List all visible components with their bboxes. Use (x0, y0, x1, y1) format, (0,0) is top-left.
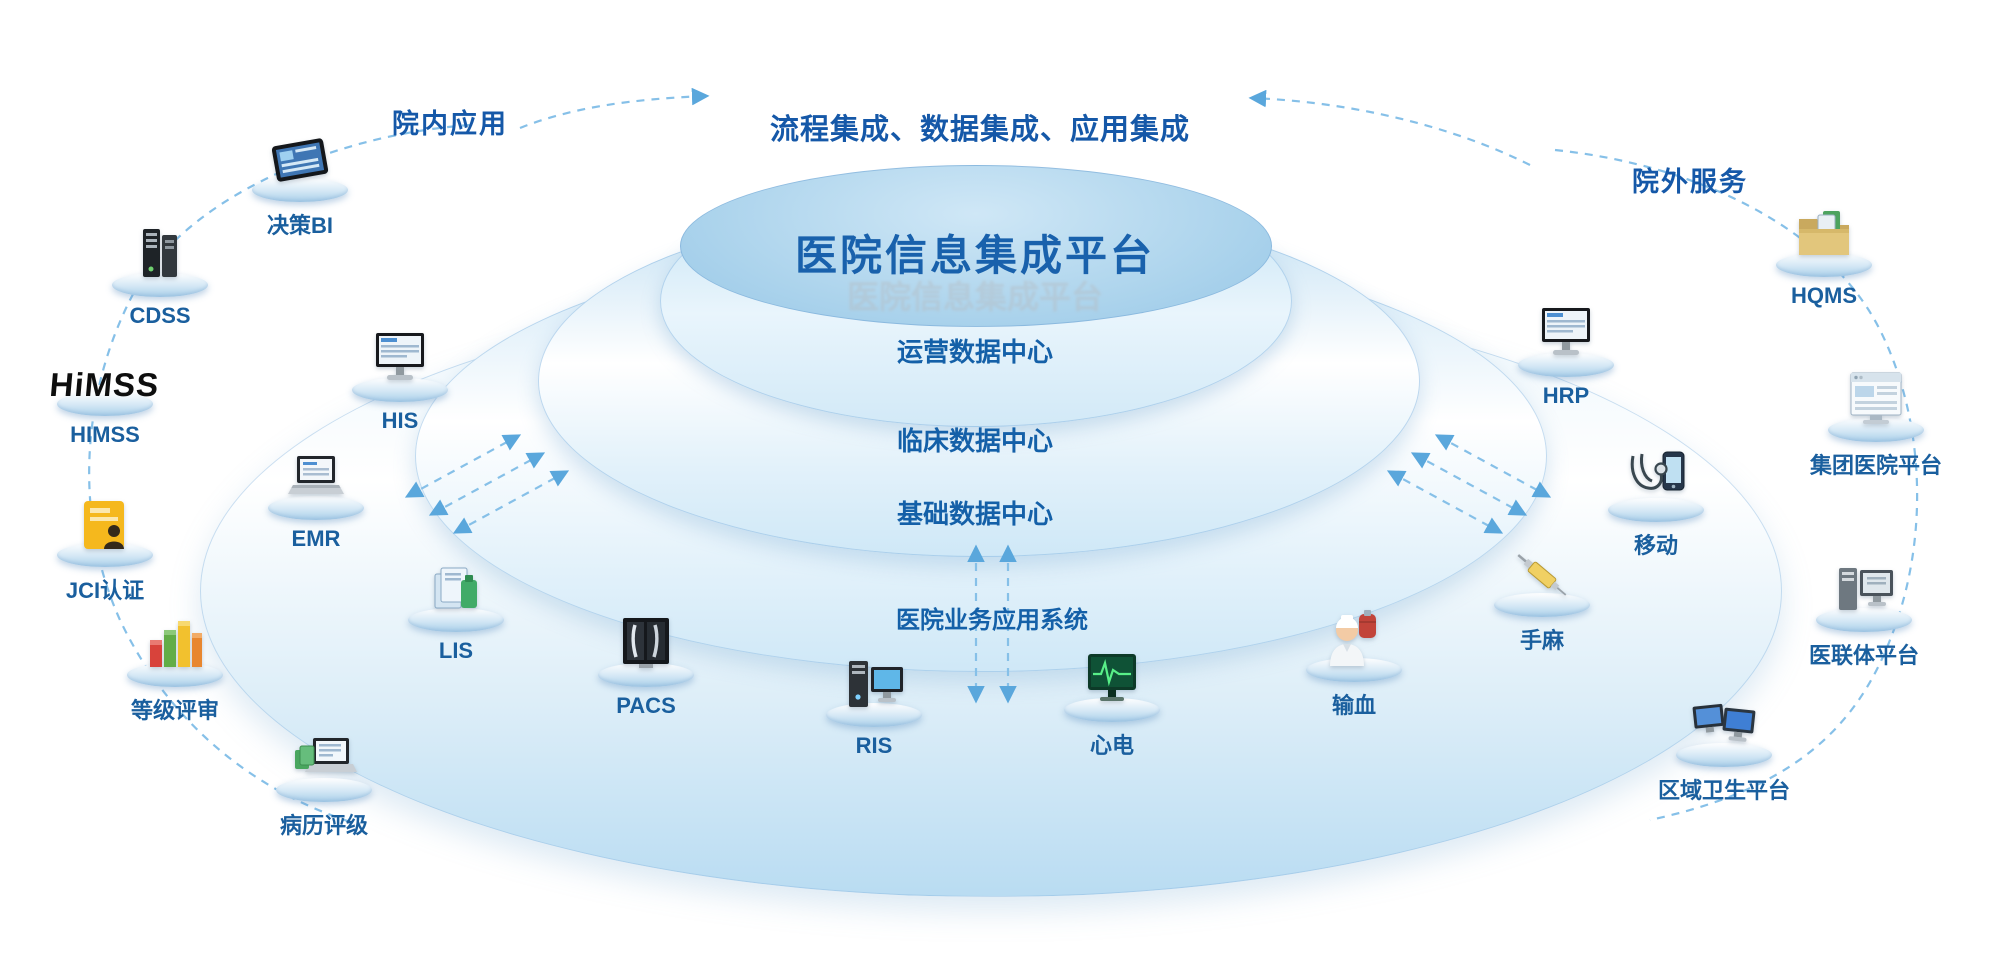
node-label-jci: JCI认证 (65, 578, 145, 603)
node-emr: EMR (231, 448, 401, 552)
top-right-arrow (1248, 89, 1531, 166)
node-cdss: CDSS (75, 225, 245, 329)
node-lis: LIS (371, 560, 541, 664)
node-label-pacs: PACS (616, 693, 676, 718)
folder-files-icon (1791, 205, 1857, 265)
node-label-ris: RIS (855, 733, 893, 758)
node-himss: HiMSS HIMSS (20, 360, 190, 448)
node-label-hqms: HQMS (1791, 283, 1857, 308)
node-blood-transfusion: 输血 (1269, 610, 1439, 720)
node-label-himss: HIMSS (70, 422, 140, 447)
node-label-regional-health-platform: 区域卫生平台 (1657, 778, 1790, 803)
node-label-group-hospital-platform: 集团医院平台 (1809, 453, 1942, 478)
platform-top-ellipse (680, 165, 1272, 327)
layer-business-application-systems: 医院业务应用系统 (896, 607, 1088, 634)
node-pacs: PACS (561, 615, 731, 719)
node-label-his: HIS (381, 408, 419, 433)
server-towers-icon (127, 225, 193, 285)
node-regional-health-platform: 区域卫生平台 (1639, 695, 1809, 805)
node-label-grade-review: 等级评审 (130, 698, 219, 723)
certificate-card-icon (72, 495, 138, 555)
title-watermark: 医院信息集成平台 (846, 279, 1104, 315)
node-ris: RIS (789, 655, 959, 759)
pacs-xray-film-icon (613, 615, 679, 675)
top-left-arrow (519, 87, 710, 130)
nurse-blood-bag-icon (1321, 610, 1387, 670)
node-label-blood-transfusion: 输血 (1331, 693, 1376, 718)
layer-clinical-data-center: 临床数据中心 (896, 426, 1054, 456)
node-label-mobile: 移动 (1633, 533, 1678, 558)
ris-workstation-icon (841, 655, 907, 715)
region-label-out-hospital: 院外服务 (1632, 167, 1748, 197)
bar-chart-3d-icon (142, 615, 208, 675)
laptop-records-icon (291, 730, 357, 790)
layer-basic-data-center: 基础数据中心 (896, 499, 1054, 529)
node-mobile: 移动 (1571, 450, 1741, 560)
node-record-rating: 病历评级 (239, 730, 409, 840)
tablet-icon (267, 130, 333, 190)
node-group-hospital-platform: 集团医院平台 (1791, 370, 1961, 480)
node-decision-bi: 决策BI (215, 130, 385, 240)
node-anesthesia: 手麻 (1457, 545, 1627, 655)
node-label-cdss: CDSS (129, 303, 191, 328)
integration-banner: 流程集成、数据集成、应用集成 (769, 114, 1191, 146)
node-label-decision-bi: 决策BI (266, 213, 333, 238)
node-jci: JCI认证 (20, 495, 190, 605)
emr-laptop-icon (283, 448, 349, 508)
node-label-medical-alliance-platform: 医联体平台 (1808, 643, 1919, 668)
his-desktop-monitor-icon (367, 330, 433, 390)
browser-window-icon (1843, 370, 1909, 430)
dual-monitors-icon (1691, 695, 1757, 755)
node-label-hrp: HRP (1542, 383, 1590, 408)
lis-lab-documents-icon (423, 560, 489, 620)
region-label-in-hospital: 院内应用 (392, 109, 508, 139)
layer-operation-data-center: 运营数据中心 (896, 337, 1054, 367)
node-hrp: HRP (1481, 305, 1651, 409)
node-grade-review: 等级评审 (90, 615, 260, 725)
phone-stethoscope-icon (1623, 450, 1689, 510)
node-label-anesthesia: 手麻 (1519, 628, 1564, 653)
node-hqms: HQMS (1739, 205, 1909, 309)
node-label-record-rating: 病历评级 (279, 813, 368, 838)
node-label-emr: EMR (291, 526, 341, 551)
gray-workstation-icon (1831, 560, 1897, 620)
node-label-ecg: 心电 (1089, 733, 1134, 758)
node-medical-alliance-platform: 医联体平台 (1779, 560, 1949, 670)
ecg-monitor-icon (1079, 650, 1145, 710)
node-his: HIS (315, 330, 485, 434)
page-title: 医院信息集成平台 (794, 232, 1156, 279)
node-ecg: 心电 (1027, 650, 1197, 760)
hrp-desktop-monitor-icon (1533, 305, 1599, 365)
syringe-icon (1509, 545, 1575, 605)
node-platform (1064, 698, 1160, 722)
node-platform (826, 703, 922, 727)
himss-logo: HiMSS (48, 366, 162, 403)
node-label-lis: LIS (438, 638, 474, 663)
